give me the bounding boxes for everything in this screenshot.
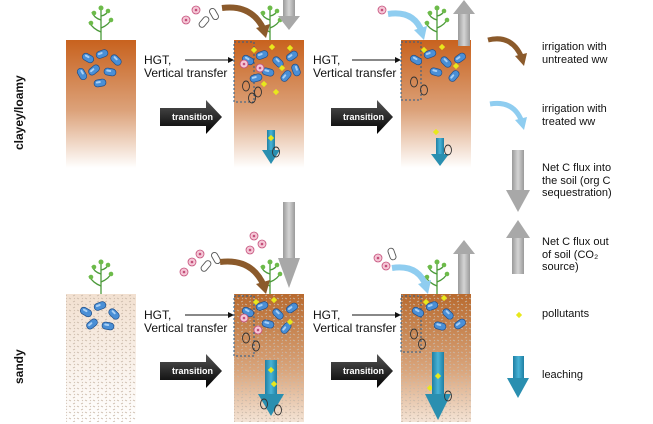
transition-arrow-top-2: transition — [331, 100, 393, 134]
process-arrow-top-2 — [352, 57, 401, 63]
legend-leaching: leaching — [542, 369, 583, 381]
process-label-bottom-1: HGT, Vertical transfer — [144, 308, 228, 335]
legend-treated-ww: irrigation with treated ww — [542, 103, 607, 128]
c-flux-up-bottom — [453, 240, 475, 294]
legend-untreated-ww: irrigation with untreated ww — [542, 41, 608, 66]
gray-down-arrow-icon — [506, 150, 530, 212]
legend-c-flux-into: Net C flux into the soil (org C sequestr… — [542, 162, 612, 199]
c-flux-out-top — [278, 0, 300, 30]
transition-arrow-bottom-2: transition — [331, 354, 393, 388]
leaching-arrow-top-1 — [262, 130, 280, 164]
process-arrow-bottom-1 — [185, 312, 234, 318]
leaching-arrow-bottom-2 — [425, 352, 452, 420]
transition-arrow-bottom-1: transition — [160, 354, 222, 388]
c-flux-up-top — [453, 0, 475, 46]
leaching-arrow-top-2 — [431, 138, 452, 166]
clay-soil-initial — [66, 4, 136, 168]
gray-up-arrow-icon — [506, 220, 530, 274]
transition-arrow-top-1: transition — [160, 100, 222, 134]
treated-irrigation-bottom — [373, 246, 431, 294]
svg-text:transition: transition — [172, 366, 213, 376]
process-label-bottom-2: HGT, Vertical transfer — [313, 308, 397, 335]
c-flux-into-bottom — [278, 202, 300, 288]
legend-c-flux-out: Net C flux out of soil (CO₂ source) — [542, 236, 609, 273]
legend-pollutants: pollutants — [542, 308, 590, 320]
teal-down-arrow-icon — [507, 356, 529, 398]
leaching-arrow-bottom-1 — [258, 360, 284, 416]
process-label-top-1: HGT, Vertical transfer — [144, 53, 228, 80]
svg-text:transition: transition — [343, 366, 384, 376]
row-label-sandy: sandy — [12, 349, 26, 384]
light-blue-curved-arrow-icon — [489, 100, 527, 130]
untreated-irrigation-bottom — [179, 231, 270, 294]
process-arrow-top-1 — [185, 57, 234, 63]
svg-text:transition: transition — [172, 112, 213, 122]
svg-text:transition: transition — [343, 112, 384, 122]
process-label-top-2: HGT, Vertical transfer — [313, 53, 397, 80]
brown-curved-arrow-icon — [487, 36, 527, 66]
process-arrow-bottom-2 — [352, 312, 401, 318]
treated-irrigation-top — [377, 5, 427, 40]
yellow-diamond-icon — [515, 311, 523, 319]
sand-soil-initial — [66, 258, 136, 422]
row-label-clayey-loamy: clayey/loamy — [12, 75, 26, 150]
untreated-irrigation-top — [181, 4, 270, 38]
